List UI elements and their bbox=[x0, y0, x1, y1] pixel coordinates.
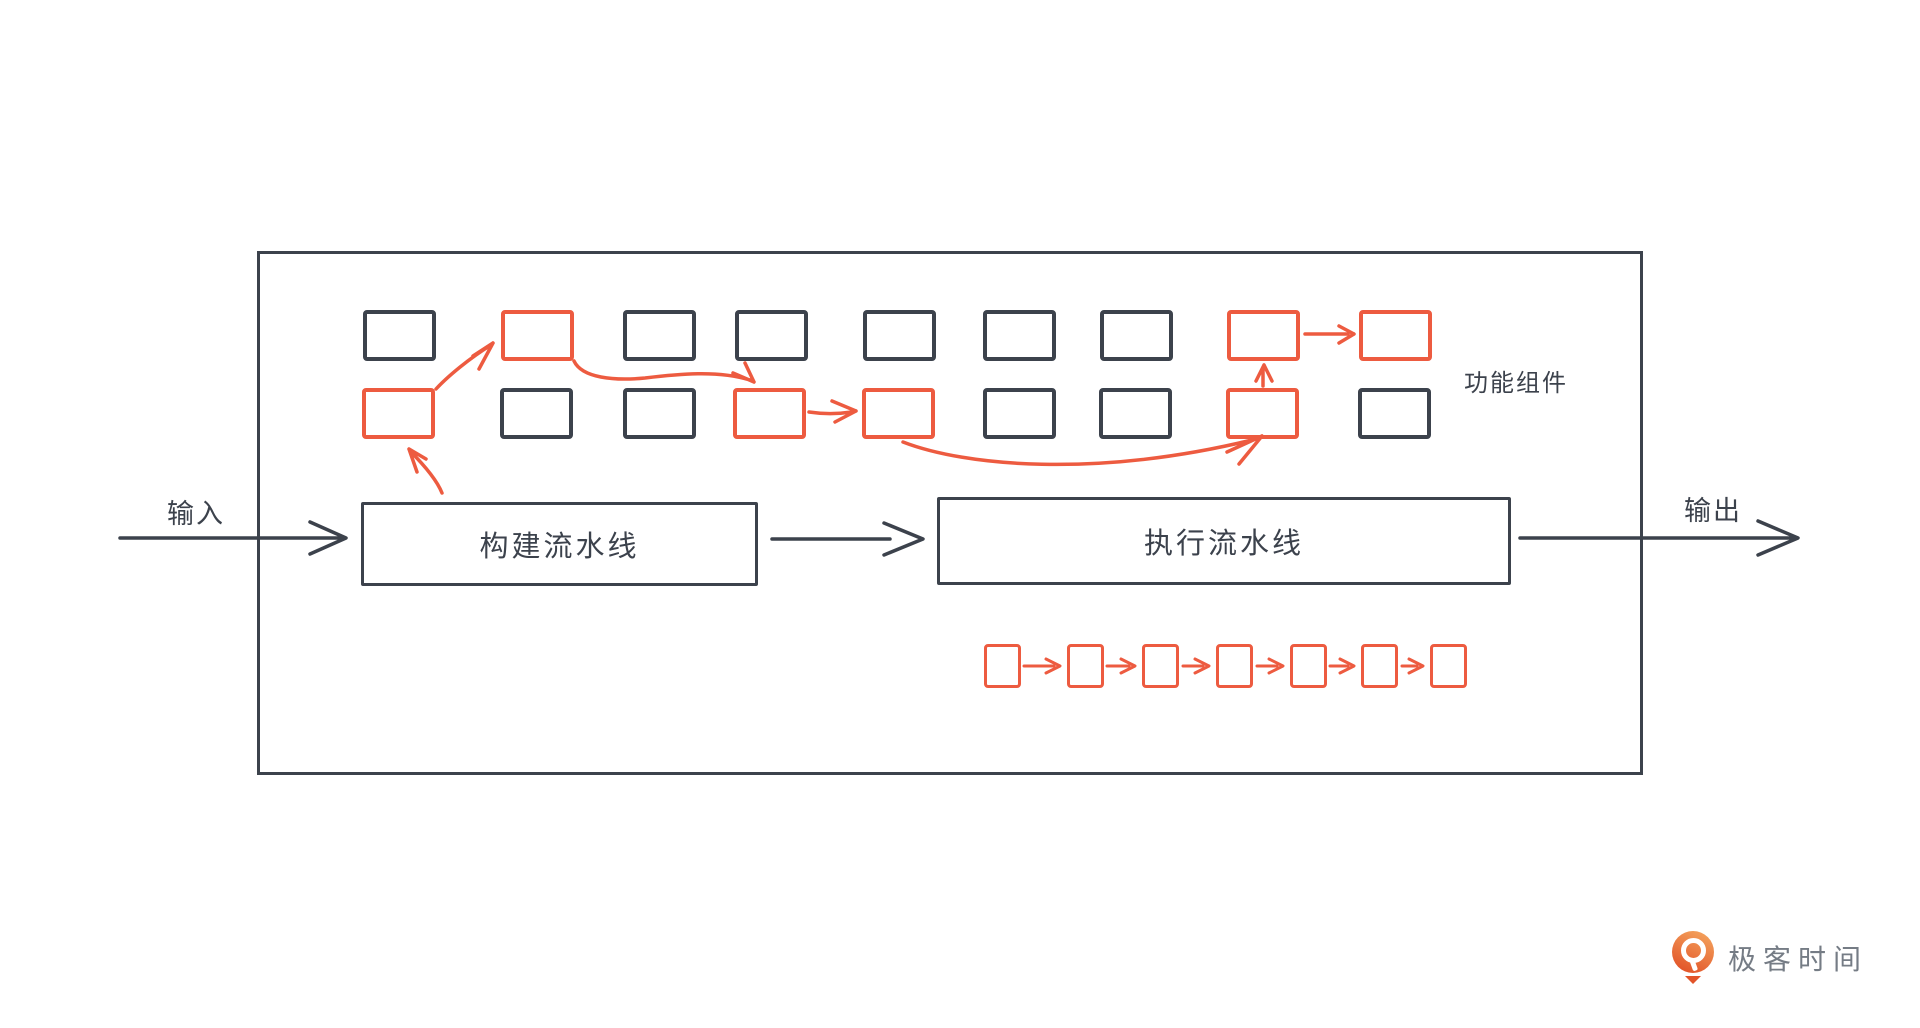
component-box-r1-c6 bbox=[983, 310, 1056, 361]
component-box-r2-c1 bbox=[362, 388, 435, 439]
component-box-r1-c9 bbox=[1359, 310, 1432, 361]
component-box-r1-c4 bbox=[735, 310, 808, 361]
logo-pin-tail bbox=[1685, 976, 1701, 984]
exec-pipeline-label: 执行流水线 bbox=[1143, 528, 1304, 560]
pipeline-step-box-1 bbox=[984, 644, 1021, 688]
component-box-r2-c6 bbox=[983, 388, 1056, 439]
component-box-r1-c1 bbox=[363, 310, 436, 361]
pipeline-step-box-3 bbox=[1142, 644, 1179, 688]
pipeline-step-box-2 bbox=[1067, 644, 1104, 688]
component-box-r2-c9 bbox=[1358, 388, 1431, 439]
components-label: 功能组件 bbox=[1464, 370, 1568, 397]
geektime-logo-text: 极客时间 bbox=[1728, 944, 1869, 975]
build-pipeline-label: 构建流水线 bbox=[479, 531, 640, 563]
build-pipeline-box: 构建流水线 bbox=[361, 502, 758, 586]
exec-pipeline-box: 执行流水线 bbox=[937, 497, 1511, 585]
input-label: 输入 bbox=[167, 499, 225, 529]
pipeline-step-box-5 bbox=[1290, 644, 1327, 688]
output-label: 输出 bbox=[1684, 496, 1742, 526]
component-box-r1-c7 bbox=[1100, 310, 1173, 361]
geektime-logo-icon bbox=[1672, 931, 1716, 984]
pipeline-step-box-7 bbox=[1430, 644, 1467, 688]
component-box-r1-c8 bbox=[1227, 310, 1300, 361]
component-box-r2-c7 bbox=[1099, 388, 1172, 439]
component-box-r1-c2 bbox=[501, 310, 574, 361]
component-box-r1-c3 bbox=[623, 310, 696, 361]
component-box-r1-c5 bbox=[863, 310, 936, 361]
pipeline-step-box-6 bbox=[1361, 644, 1398, 688]
component-box-r2-c5 bbox=[862, 388, 935, 439]
diagram-frame bbox=[257, 251, 1643, 775]
component-box-r2-c2 bbox=[500, 388, 573, 439]
pipeline-step-box-4 bbox=[1216, 644, 1253, 688]
component-box-r2-c3 bbox=[623, 388, 696, 439]
geektime-logo: 极客时间 bbox=[1672, 931, 1869, 984]
component-box-r2-c4 bbox=[733, 388, 806, 439]
component-box-r2-c8 bbox=[1226, 388, 1299, 439]
